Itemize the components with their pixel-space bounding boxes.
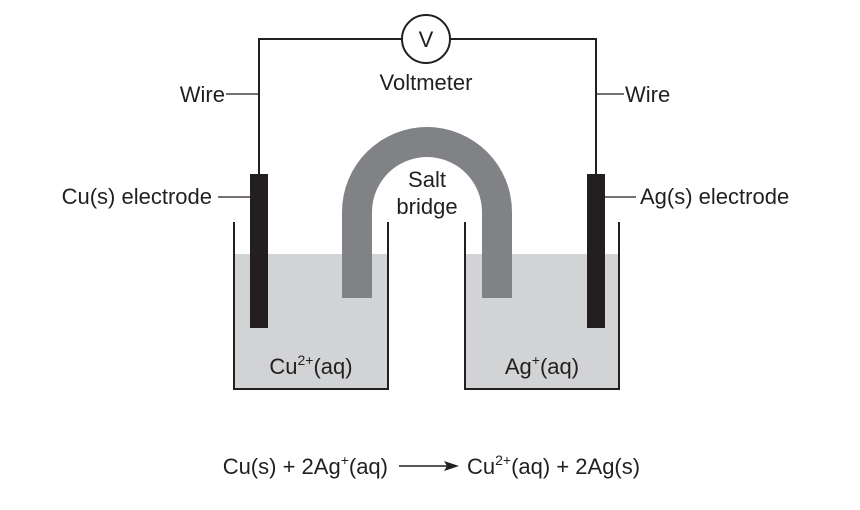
left-solution-label: Cu2+(aq) bbox=[269, 352, 352, 379]
equation-reactant-base: Cu(s) + 2Ag bbox=[223, 454, 341, 479]
salt-bridge-label-line1: Salt bbox=[408, 167, 446, 192]
ag-electrode-label: Ag(s) electrode bbox=[640, 184, 789, 209]
right-beaker bbox=[464, 222, 620, 390]
reaction-arrow-icon bbox=[399, 461, 459, 471]
right-solution-charge: + bbox=[532, 352, 540, 368]
equation-reactants: Cu(s) + 2Ag+(aq) bbox=[223, 452, 388, 479]
equation-products: Cu2+(aq) + 2Ag(s) bbox=[467, 452, 640, 479]
wire-right bbox=[450, 38, 597, 175]
wire-left-label: Wire bbox=[180, 82, 225, 107]
equation-reactant-charge: + bbox=[341, 452, 349, 468]
wire-left bbox=[258, 38, 402, 175]
left-beaker bbox=[233, 222, 389, 390]
equation-product-charge: 2+ bbox=[495, 452, 511, 468]
salt-bridge-label-line2: bridge bbox=[396, 194, 457, 219]
voltmeter-label: Voltmeter bbox=[380, 70, 473, 95]
right-solution-label: Ag+(aq) bbox=[505, 352, 579, 379]
left-solution-base: Cu bbox=[269, 354, 297, 379]
salt-bridge bbox=[342, 127, 512, 298]
cu-electrode-label: Cu(s) electrode bbox=[62, 184, 212, 209]
voltmeter-icon bbox=[401, 14, 451, 64]
ag-electrode bbox=[587, 174, 605, 328]
left-solution-charge: 2+ bbox=[298, 352, 314, 368]
cu-electrode bbox=[250, 174, 268, 328]
voltmeter-symbol: V bbox=[419, 27, 434, 52]
right-solution-state: (aq) bbox=[540, 354, 579, 379]
left-solution-state: (aq) bbox=[313, 354, 352, 379]
equation-product-base: Cu bbox=[467, 454, 495, 479]
wire-right-label: Wire bbox=[625, 82, 670, 107]
equation-reactant-state: (aq) bbox=[349, 454, 388, 479]
right-solution-base: Ag bbox=[505, 354, 532, 379]
equation-product-state: (aq) + 2Ag(s) bbox=[511, 454, 640, 479]
